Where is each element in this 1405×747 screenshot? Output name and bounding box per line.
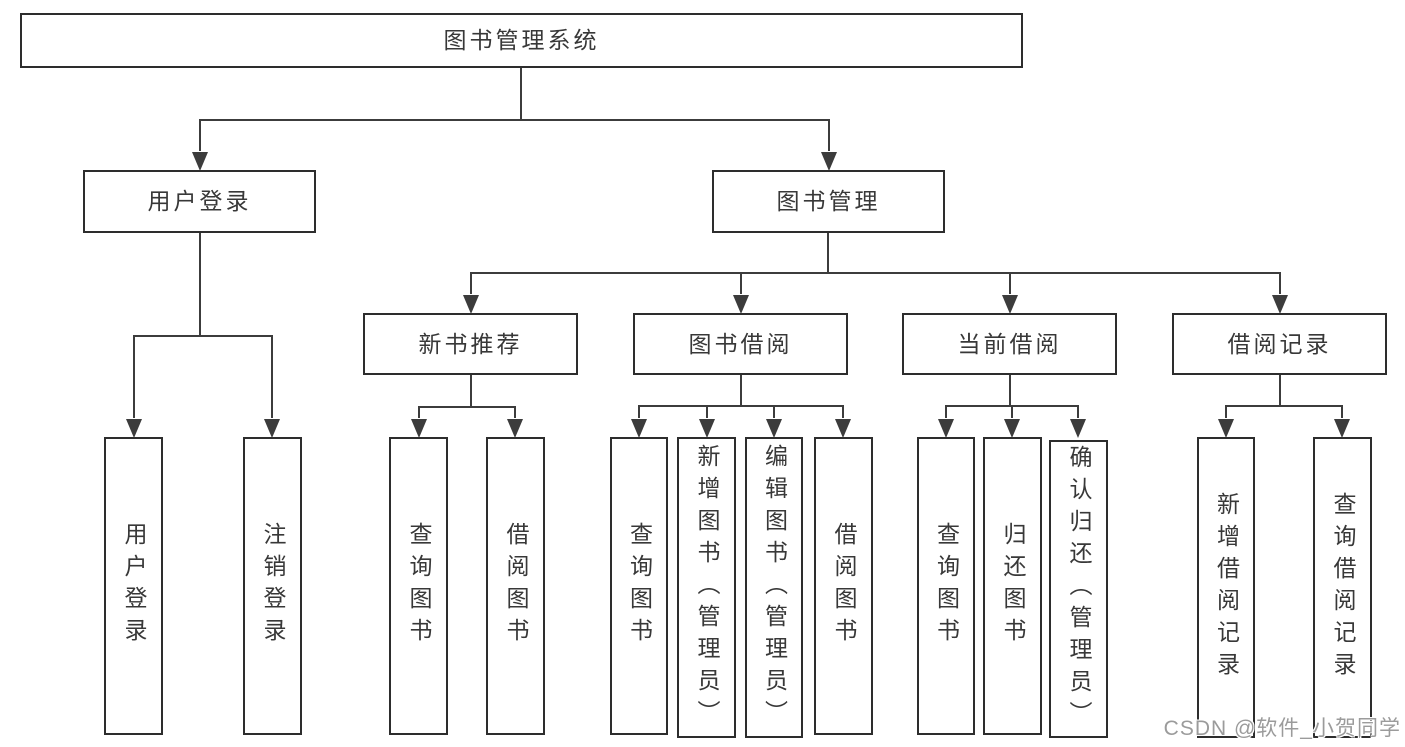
node-label-current-borrowing: 当前借阅 — [957, 330, 1062, 357]
node-leaf-edit-book: 编辑图书（管理员） — [745, 437, 803, 738]
connector-stem-currborrow-to-leaves — [1009, 375, 1011, 407]
arrow-down-icon-borrowing-to-leaves-0 — [631, 419, 647, 438]
connector-stem-records-to-leaves — [1279, 375, 1281, 407]
node-label-leaf-add-borrow-record: 新增借阅记录 — [1213, 491, 1240, 684]
node-label-leaf-user-login: 用户登录 — [121, 522, 147, 650]
arrow-down-icon-records-to-leaves-1 — [1334, 419, 1350, 438]
connector-drop-records-to-leaves-0 — [1225, 405, 1227, 418]
node-label-leaf-logout: 注销登录 — [260, 522, 286, 650]
node-label-root: 图书管理系统 — [443, 27, 600, 53]
arrow-down-icon-bookmgmt-to-level3-0 — [463, 295, 479, 314]
node-label-borrow-records: 借阅记录 — [1227, 330, 1332, 357]
arrow-down-icon-newbook-to-leaves-1 — [507, 419, 523, 438]
node-user-login: 用户登录 — [83, 170, 316, 233]
arrow-down-icon-userlogin-to-leaves-1 — [264, 419, 280, 438]
arrow-down-icon-root-to-level2-0 — [192, 152, 208, 171]
node-label-leaf-query-borrow-record: 查询借阅记录 — [1330, 491, 1356, 684]
node-leaf-user-login: 用户登录 — [104, 437, 163, 735]
node-book-management: 图书管理 — [712, 170, 945, 233]
node-label-leaf-edit-book: 编辑图书（管理员） — [761, 443, 788, 732]
connector-drop-borrowing-to-leaves-0 — [638, 405, 640, 418]
connector-bar-root-to-level2 — [199, 119, 830, 121]
connector-bar-bookmgmt-to-level3 — [470, 272, 1281, 274]
node-leaf-borrow-book-2: 借阅图书 — [814, 437, 873, 735]
connector-drop-newbook-to-leaves-0 — [418, 406, 420, 418]
arrow-down-icon-bookmgmt-to-level3-3 — [1272, 295, 1288, 314]
connector-drop-root-to-level2-1 — [828, 119, 830, 151]
connector-drop-borrowing-to-leaves-2 — [773, 405, 775, 418]
node-leaf-query-book-2: 查询图书 — [610, 437, 668, 735]
connector-drop-bookmgmt-to-level3-2 — [1009, 272, 1011, 294]
connector-drop-currborrow-to-leaves-0 — [945, 405, 947, 418]
connector-stem-newbook-to-leaves — [470, 375, 472, 408]
connector-drop-userlogin-to-leaves-0 — [133, 335, 135, 418]
node-leaf-query-book-1: 查询图书 — [389, 437, 448, 735]
connector-stem-borrowing-to-leaves — [740, 375, 742, 407]
connector-drop-newbook-to-leaves-1 — [514, 406, 516, 418]
connector-drop-currborrow-to-leaves-2 — [1077, 405, 1079, 418]
connector-drop-records-to-leaves-1 — [1341, 405, 1343, 418]
node-new-book-recommend: 新书推荐 — [363, 313, 578, 375]
node-leaf-return-book: 归还图书 — [983, 437, 1042, 735]
node-leaf-query-borrow-record: 查询借阅记录 — [1313, 437, 1372, 738]
connector-stem-userlogin-to-leaves — [199, 233, 201, 337]
arrow-down-icon-borrowing-to-leaves-1 — [699, 419, 715, 438]
arrow-down-icon-userlogin-to-leaves-0 — [126, 419, 142, 438]
node-borrow-records: 借阅记录 — [1172, 313, 1387, 375]
node-label-user-login: 用户登录 — [147, 188, 252, 214]
node-leaf-add-borrow-record: 新增借阅记录 — [1197, 437, 1255, 738]
node-leaf-query-book-3: 查询图书 — [917, 437, 975, 735]
connector-bar-newbook-to-leaves — [418, 406, 516, 408]
arrow-down-icon-newbook-to-leaves-0 — [411, 419, 427, 438]
arrow-down-icon-currborrow-to-leaves-1 — [1004, 419, 1020, 438]
connector-bar-records-to-leaves — [1225, 405, 1343, 407]
arrow-down-icon-currborrow-to-leaves-2 — [1070, 419, 1086, 438]
arrow-down-icon-records-to-leaves-0 — [1218, 419, 1234, 438]
connector-stem-bookmgmt-to-level3 — [827, 233, 829, 274]
connector-drop-bookmgmt-to-level3-3 — [1279, 272, 1281, 294]
node-label-leaf-confirm-return: 确认归还（管理员） — [1066, 445, 1092, 733]
node-leaf-logout: 注销登录 — [243, 437, 302, 735]
connector-stem-root-to-level2 — [520, 68, 522, 121]
node-leaf-borrow-book-1: 借阅图书 — [486, 437, 545, 735]
connector-bar-borrowing-to-leaves — [638, 405, 844, 407]
node-label-leaf-query-book-3: 查询图书 — [933, 522, 960, 650]
arrow-down-icon-root-to-level2-1 — [821, 152, 837, 171]
node-label-leaf-borrow-book-1: 借阅图书 — [503, 522, 529, 650]
arrow-down-icon-borrowing-to-leaves-2 — [766, 419, 782, 438]
arrow-down-icon-borrowing-to-leaves-3 — [835, 419, 851, 438]
node-label-new-book-recommend: 新书推荐 — [418, 330, 523, 357]
connector-drop-borrowing-to-leaves-3 — [842, 405, 844, 418]
node-leaf-confirm-return: 确认归还（管理员） — [1049, 440, 1108, 738]
node-current-borrowing: 当前借阅 — [902, 313, 1117, 375]
arrow-down-icon-bookmgmt-to-level3-2 — [1002, 295, 1018, 314]
node-root: 图书管理系统 — [20, 13, 1023, 68]
node-label-book-borrowing: 图书借阅 — [688, 330, 793, 357]
connector-drop-userlogin-to-leaves-1 — [271, 335, 273, 418]
node-label-leaf-add-book: 新增图书（管理员） — [694, 443, 720, 732]
node-label-leaf-query-book-1: 查询图书 — [406, 522, 432, 650]
connector-drop-bookmgmt-to-level3-1 — [740, 272, 742, 294]
connector-drop-currborrow-to-leaves-1 — [1011, 405, 1013, 418]
arrow-down-icon-currborrow-to-leaves-0 — [938, 419, 954, 438]
connector-bar-userlogin-to-leaves — [133, 335, 273, 337]
connector-drop-borrowing-to-leaves-1 — [706, 405, 708, 418]
node-label-leaf-borrow-book-2: 借阅图书 — [831, 522, 857, 650]
node-label-leaf-return-book: 归还图书 — [1000, 522, 1026, 650]
arrow-down-icon-bookmgmt-to-level3-1 — [733, 295, 749, 314]
node-label-book-management: 图书管理 — [776, 188, 881, 214]
node-book-borrowing: 图书借阅 — [633, 313, 848, 375]
connector-drop-root-to-level2-0 — [199, 119, 201, 151]
node-label-leaf-query-book-2: 查询图书 — [626, 522, 653, 650]
csdn-watermark: CSDN @软件_小贺同学 — [1163, 717, 1401, 740]
node-leaf-add-book: 新增图书（管理员） — [677, 437, 736, 738]
connector-drop-bookmgmt-to-level3-0 — [470, 272, 472, 294]
